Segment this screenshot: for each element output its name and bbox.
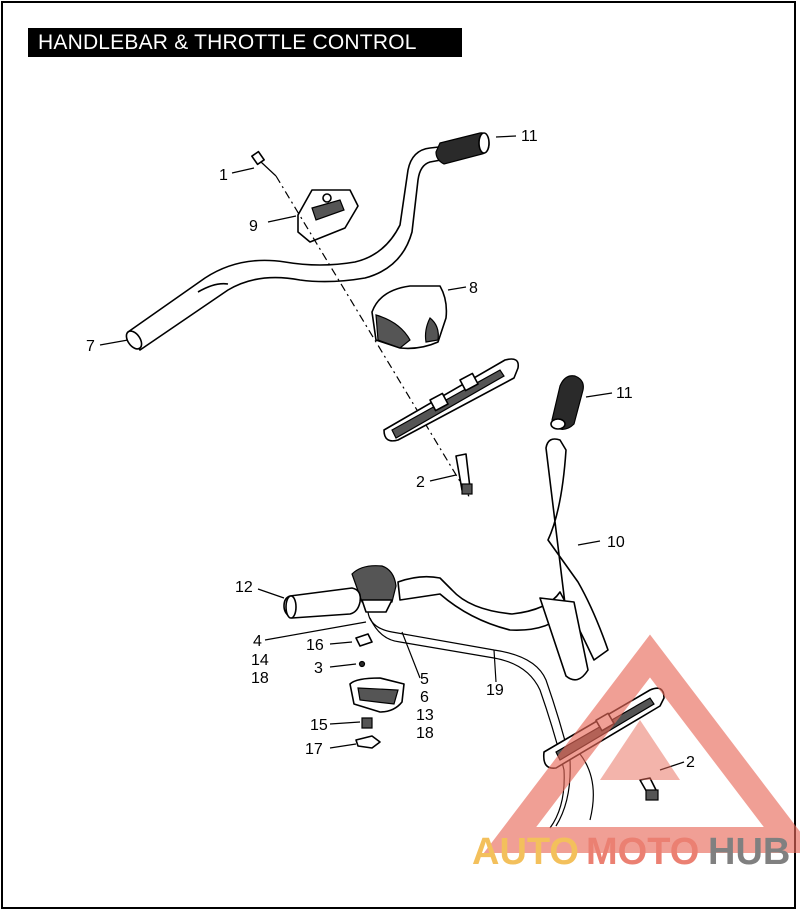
callout-11-top: 11 [521,128,538,145]
callout-18-b: 18 [416,725,434,742]
callout-17: 17 [305,741,323,758]
callout-1: 1 [219,167,228,184]
watermark-hub: HUB [708,831,790,873]
callout-15: 15 [310,717,328,734]
watermark-auto: AUTO [472,831,579,873]
callout-8: 8 [469,280,478,297]
callout-10: 10 [607,534,625,551]
callout-14: 14 [251,652,269,669]
throttle-housing [351,565,397,613]
grip-top-right [435,132,490,165]
small-parts-left [349,633,405,749]
riser-clamp-8 [371,285,448,350]
centerline-top [275,175,471,499]
page-title: HANDLEBAR & THROTTLE CONTROL [28,28,462,57]
leader-lines [99,135,685,771]
callout-2-mid: 2 [416,474,425,491]
callout-labels: 1 9 11 8 7 11 2 10 12 4 16 14 18 3 5 6 1… [86,128,695,771]
triangle-logo-icon [483,634,800,853]
callout-9: 9 [249,218,258,235]
callout-5: 5 [420,671,429,688]
grip-mid-11 [550,375,584,430]
callout-19: 19 [486,682,504,699]
callout-11-mid: 11 [616,385,633,402]
watermark-moto: MOTO [586,831,699,873]
bolt-1 [251,150,277,177]
grip-left-12 [283,587,362,619]
callout-16: 16 [306,637,324,654]
callout-13: 13 [416,707,434,724]
callout-7: 7 [86,338,95,355]
bolt-2-top [455,453,473,495]
handlebar-bottom-10 [397,438,609,681]
callout-18-a: 18 [251,670,269,687]
top-clamp-bracket [383,358,520,442]
callout-3: 3 [314,660,323,677]
callout-2-bot: 2 [686,754,695,771]
callout-12: 12 [235,579,253,596]
riser-cap-9 [297,189,359,243]
watermark: AUTO MOTO HUB [472,634,800,873]
callout-6: 6 [420,689,429,706]
callout-4: 4 [253,633,262,650]
